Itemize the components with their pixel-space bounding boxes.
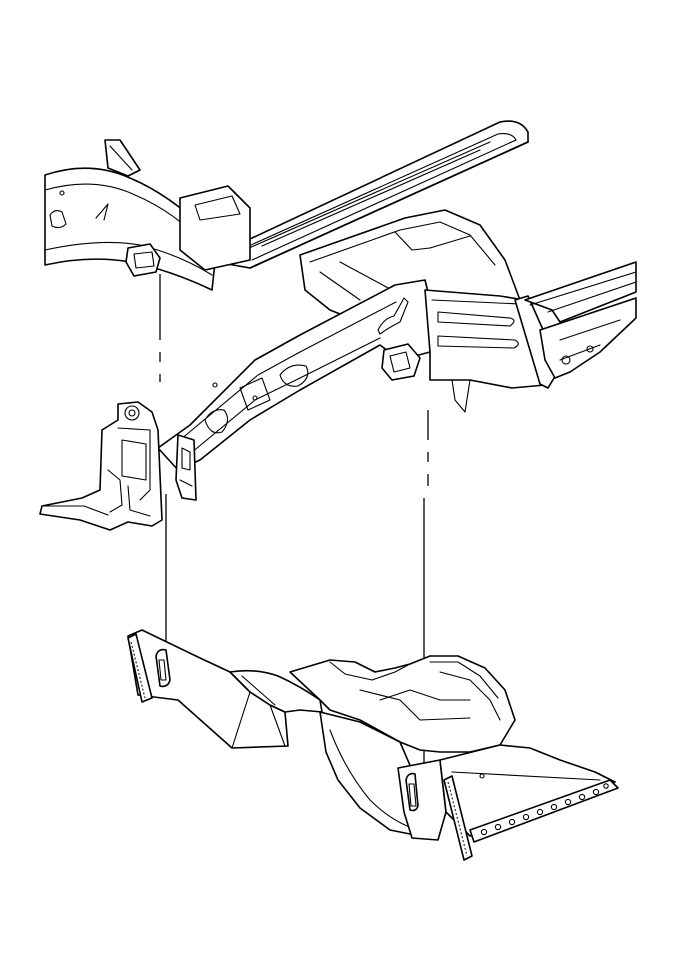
rear-wheelhouse-section (424, 289, 561, 413)
upper-long-rail (204, 120, 529, 269)
front-rail-left-section (44, 139, 216, 291)
rocker-bracket (39, 401, 197, 531)
diagonal-side-rail (157, 279, 431, 471)
floor-pan-section (127, 629, 619, 861)
frame-rail-assembly (39, 120, 637, 531)
rear-rail-extension (524, 261, 637, 379)
sill-holes (480, 783, 609, 836)
